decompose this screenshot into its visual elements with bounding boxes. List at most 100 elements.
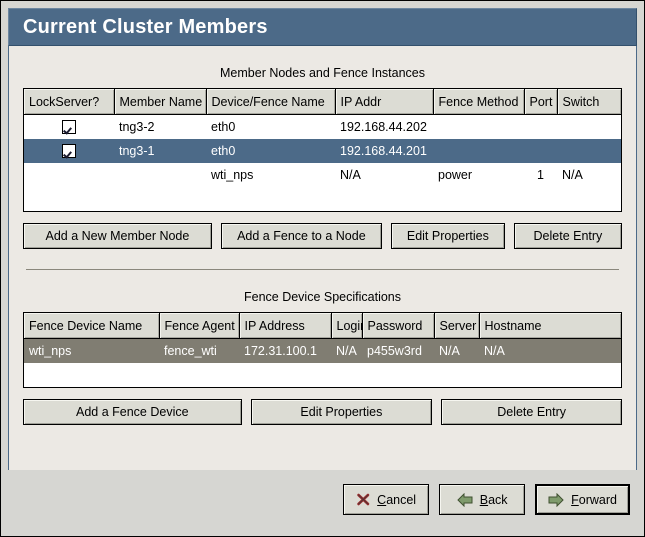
column-header-hostname[interactable]: Hostname [479,313,621,339]
member-nodes-button-row: Add a New Member Node Add a Fence to a N… [23,223,622,249]
table-empty-space [24,363,621,387]
member-name-cell: tng3-1 [114,139,206,163]
empty-cell [331,363,362,387]
cancel-rest: ancel [386,492,417,507]
member-name-cell: tng3-2 [119,120,155,134]
empty-cell [24,187,114,211]
wizard-navigation-buttons: Cancel Back Forward [343,484,630,515]
edit-member-properties-button[interactable]: Edit Properties [390,223,505,249]
empty-cell [159,363,239,387]
ip-addr-cell: N/A [340,168,361,182]
delete-member-entry-button[interactable]: Delete Entry [513,223,622,249]
table-row[interactable]: wti_nps fence_wti 172.31.100.1 N/A p455w… [24,338,621,363]
fence-device-table-container: Fence Device Name Fence Agent IP Address… [23,312,622,388]
port-cell: 1 [537,168,544,182]
empty-cell [434,363,479,387]
arrow-left-icon [457,492,473,507]
column-header-ip-address[interactable]: IP Address [239,313,332,339]
column-header-fence-method[interactable]: Fence Method [433,89,525,115]
edit-fence-properties-button[interactable]: Edit Properties [250,399,433,425]
column-header-fence-agent[interactable]: Fence Agent [159,313,240,339]
lockserver-cell[interactable] [24,115,114,140]
arrow-right-icon [548,492,564,507]
column-header-server[interactable]: Server [434,313,480,339]
device-fence-name-cell: eth0 [211,120,236,134]
forward-button-label: Forward [571,493,617,507]
fence-device-table: Fence Device Name Fence Agent IP Address… [24,313,621,387]
member-name-cell [114,163,206,187]
column-header-password[interactable]: Password [362,313,435,339]
empty-cell [206,187,335,211]
fence-hostname-cell: N/A [479,338,621,363]
fence-agent-cell: fence_wti [159,338,239,363]
column-header-port[interactable]: Port [524,89,558,115]
forward-mnemonic: F [571,492,579,507]
close-x-icon [356,493,370,507]
column-header-fence-device-name[interactable]: Fence Device Name [24,313,160,339]
empty-cell [479,363,621,387]
switch-cell: N/A [562,168,583,182]
dialog-footer: Cancel Back Forward [1,470,644,536]
forward-button[interactable]: Forward [535,484,630,515]
column-header-ip-addr[interactable]: IP Addr [335,89,434,115]
fence-method-cell [433,115,524,140]
add-fence-device-button[interactable]: Add a Fence Device [23,399,242,425]
column-header-device-fence-name[interactable]: Device/Fence Name [206,89,336,115]
column-header-switch[interactable]: Switch [557,89,621,115]
cancel-button-label: Cancel [377,493,416,507]
empty-cell [433,187,524,211]
switch-cell [557,139,621,163]
window-title: Current Cluster Members [23,15,268,38]
lockserver-checkbox[interactable] [62,120,76,135]
table-empty-space [24,187,621,211]
table-row[interactable]: tng3-1 eth0 192.168.44.201 [24,139,621,163]
empty-cell [335,187,433,211]
device-fence-name-cell: wti_nps [211,168,254,182]
member-nodes-header-row: LockServer? Member Name Device/Fence Nam… [24,89,621,115]
window-titlebar: Current Cluster Members [8,8,637,46]
table-row[interactable]: wti_nps N/A power 1 N/A [24,163,621,187]
empty-cell [557,187,621,211]
cancel-mnemonic: C [377,492,387,507]
fence-device-name-cell: wti_nps [24,338,159,363]
fence-method-cell [433,139,524,163]
column-header-login[interactable]: Login [331,313,363,339]
lockserver-checkbox[interactable] [62,144,76,159]
fence-method-cell: power [438,168,473,182]
forward-rest: orward [578,492,617,507]
empty-cell [362,363,434,387]
empty-cell [114,187,206,211]
port-cell [524,115,557,140]
cancel-button[interactable]: Cancel [343,484,430,515]
switch-cell [557,115,621,140]
ip-addr-cell: 192.168.44.201 [335,139,433,163]
empty-cell [239,363,331,387]
lockserver-cell[interactable] [24,139,114,163]
lockserver-cell [24,163,114,187]
port-cell [524,139,557,163]
add-new-member-node-button[interactable]: Add a New Member Node [23,223,212,249]
member-nodes-table: LockServer? Member Name Device/Fence Nam… [24,89,621,211]
fence-device-table-body: wti_nps fence_wti 172.31.100.1 N/A p455w… [24,338,621,388]
empty-cell [524,187,557,211]
member-nodes-table-body: tng3-2 eth0 192.168.44.202 tng3-1 eth0 1… [24,115,621,212]
member-nodes-caption: Member Nodes and Fence Instances [220,66,425,80]
delete-fence-entry-button[interactable]: Delete Entry [441,399,622,425]
back-button[interactable]: Back [439,484,526,515]
member-nodes-table-container: LockServer? Member Name Device/Fence Nam… [23,88,622,212]
table-row[interactable]: tng3-2 eth0 192.168.44.202 [24,115,621,140]
back-rest: ack [488,492,508,507]
fence-server-cell: N/A [434,338,479,363]
fence-device-button-row: Add a Fence Device Edit Properties Delet… [23,399,622,425]
column-header-lockserver[interactable]: LockServer? [24,89,115,115]
fence-device-caption: Fence Device Specifications [243,290,402,304]
add-fence-to-node-button[interactable]: Add a Fence to a Node [220,223,382,249]
back-button-label: Back [480,493,508,507]
device-fence-name-cell: eth0 [206,139,335,163]
fence-ip-address-cell: 172.31.100.1 [239,338,331,363]
column-header-member-name[interactable]: Member Name [114,89,207,115]
fence-login-cell: N/A [331,338,362,363]
empty-cell [24,363,159,387]
fence-device-header-row: Fence Device Name Fence Agent IP Address… [24,313,621,339]
